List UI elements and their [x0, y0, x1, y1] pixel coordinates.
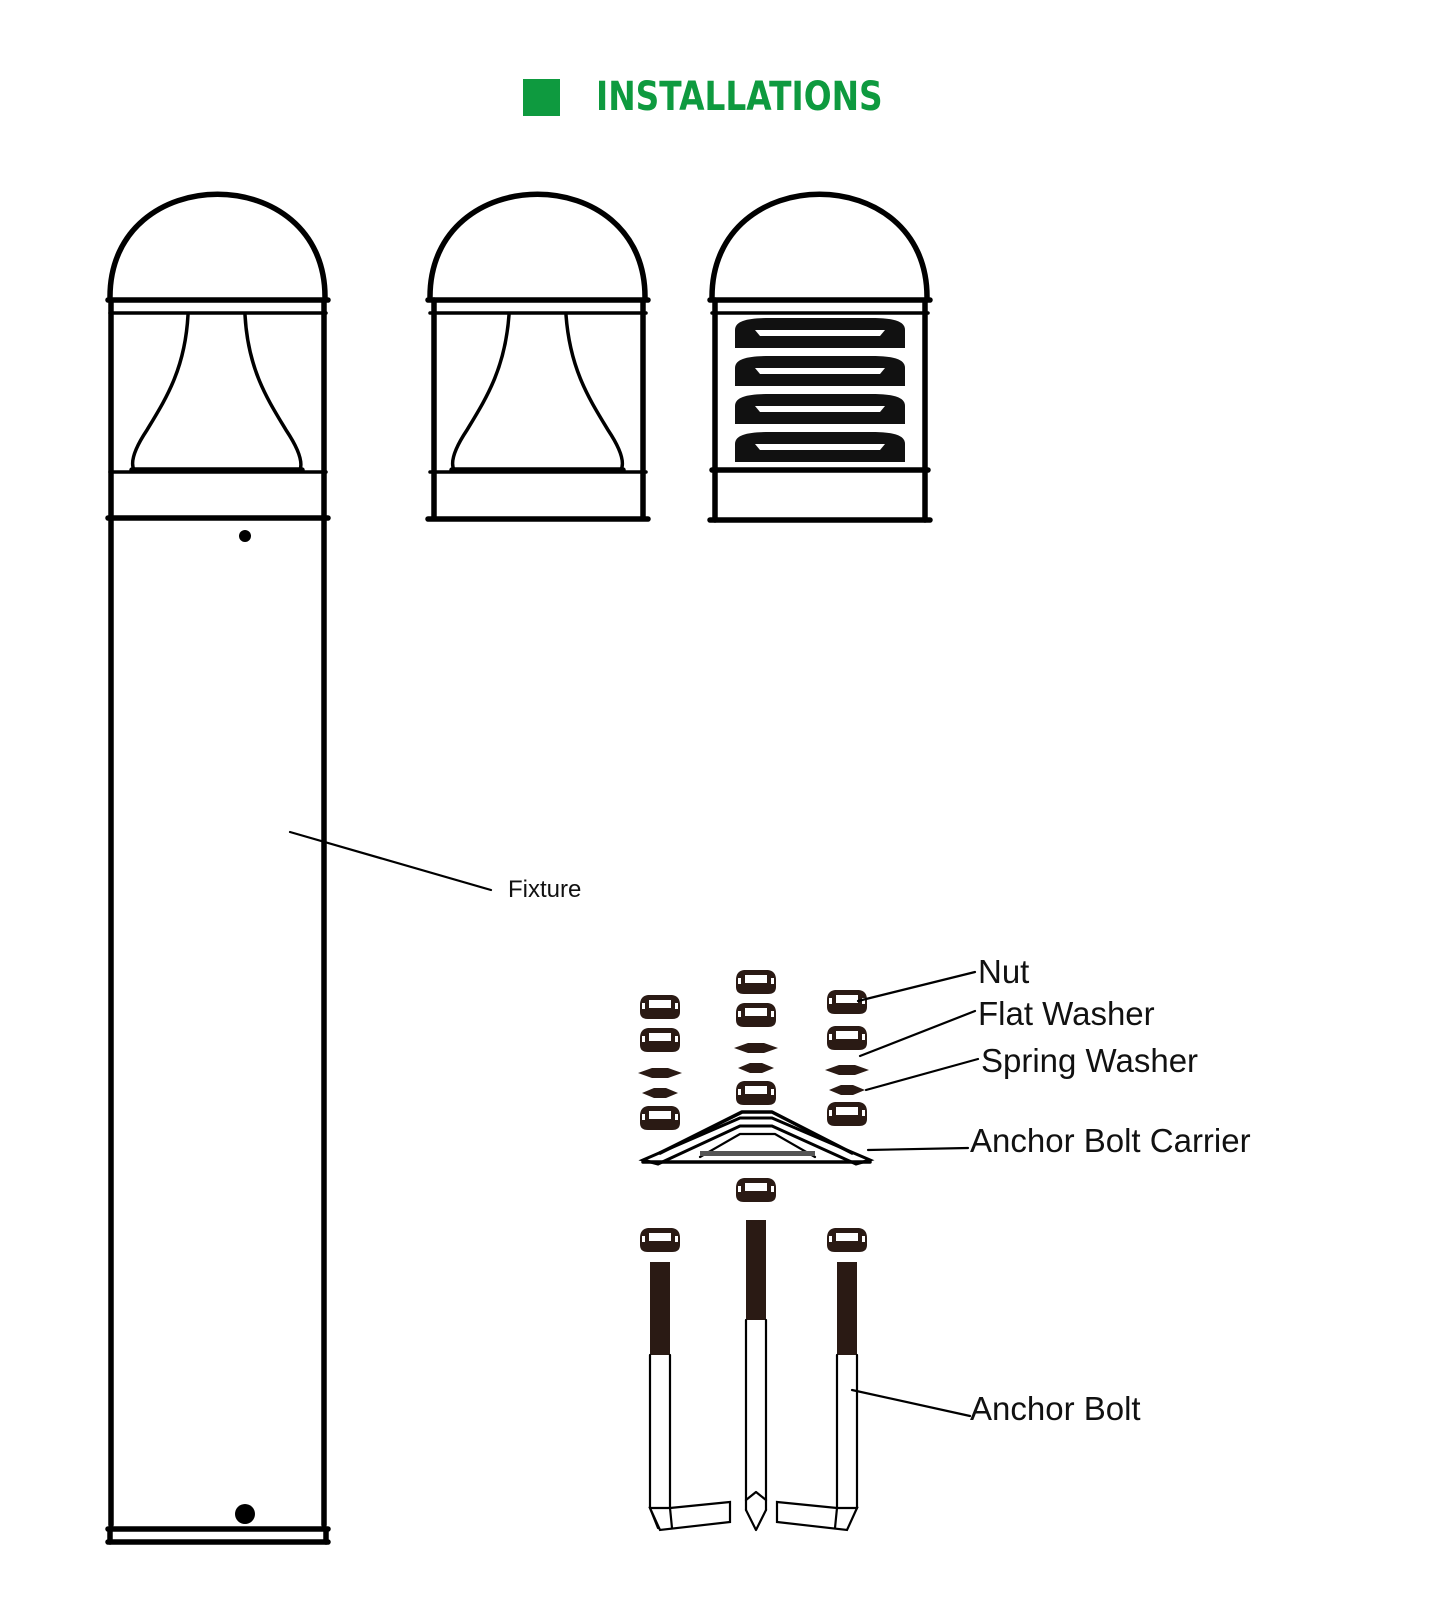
bell-reflector: [130, 313, 303, 472]
nut: [827, 1102, 867, 1126]
nut: [640, 1106, 680, 1130]
section-title: INSTALLATIONS: [596, 74, 883, 120]
nut: [827, 1026, 867, 1050]
bolt-thread: [837, 1262, 857, 1355]
fixture-leader-line: [288, 830, 493, 892]
fixture-label: Fixture: [508, 876, 581, 903]
screw-hole: [239, 530, 251, 542]
anchor-bolt-label: Anchor Bolt: [970, 1390, 1141, 1427]
bolt-thread: [746, 1220, 766, 1320]
nut: [640, 1228, 680, 1252]
nut: [827, 990, 867, 1014]
spring-washer: [829, 1085, 865, 1095]
louver-stack: [735, 318, 905, 462]
nut: [736, 970, 776, 994]
spring-washer-leader-line: [864, 1057, 980, 1092]
louver-blade: [735, 432, 905, 462]
anchor-bolts: [648, 1220, 859, 1532]
louver-blade: [735, 356, 905, 395]
anchor-bolt-leader-line: [850, 1388, 972, 1418]
nut: [827, 1228, 867, 1252]
anchor-bolt-carrier: [638, 1110, 875, 1166]
louver-blade: [735, 394, 905, 433]
bollard-fixture: [105, 191, 331, 1545]
nut: [736, 1081, 776, 1105]
flat-washer-leader-line: [858, 1009, 977, 1058]
nut: [640, 995, 680, 1019]
louvered-head: [707, 191, 933, 523]
nut: [736, 1003, 776, 1027]
spring-washer: [738, 1063, 774, 1073]
anchor-bolt: [775, 1262, 859, 1532]
nut: [736, 1178, 776, 1202]
anchor-bolt-carrier-label: Anchor Bolt Carrier: [970, 1122, 1251, 1159]
flat-washer: [734, 1043, 778, 1053]
louver-blade: [735, 318, 905, 357]
flat-washer: [825, 1065, 869, 1075]
anchor-hardware: [638, 970, 869, 1252]
nut-leader-line: [856, 970, 977, 1003]
nut-label: Nut: [978, 953, 1029, 990]
flat-washer: [638, 1068, 682, 1078]
section-header: INSTALLATIONS: [523, 72, 946, 122]
flat-washer-label: Flat Washer: [978, 995, 1155, 1032]
nut: [640, 1028, 680, 1052]
dome-cap: [107, 191, 328, 300]
screw-hole: [235, 1504, 255, 1524]
anchor-bolt: [744, 1220, 768, 1532]
green-square-bullet-icon: [523, 78, 560, 116]
spring-washer-label: Spring Washer: [981, 1042, 1198, 1079]
anchor-bolt: [648, 1262, 732, 1532]
spring-washer: [642, 1088, 678, 1098]
bell-reflector-head: [425, 191, 651, 522]
bolt-thread: [650, 1262, 670, 1355]
anchor-bolt-carrier-leader-line: [866, 1146, 970, 1152]
